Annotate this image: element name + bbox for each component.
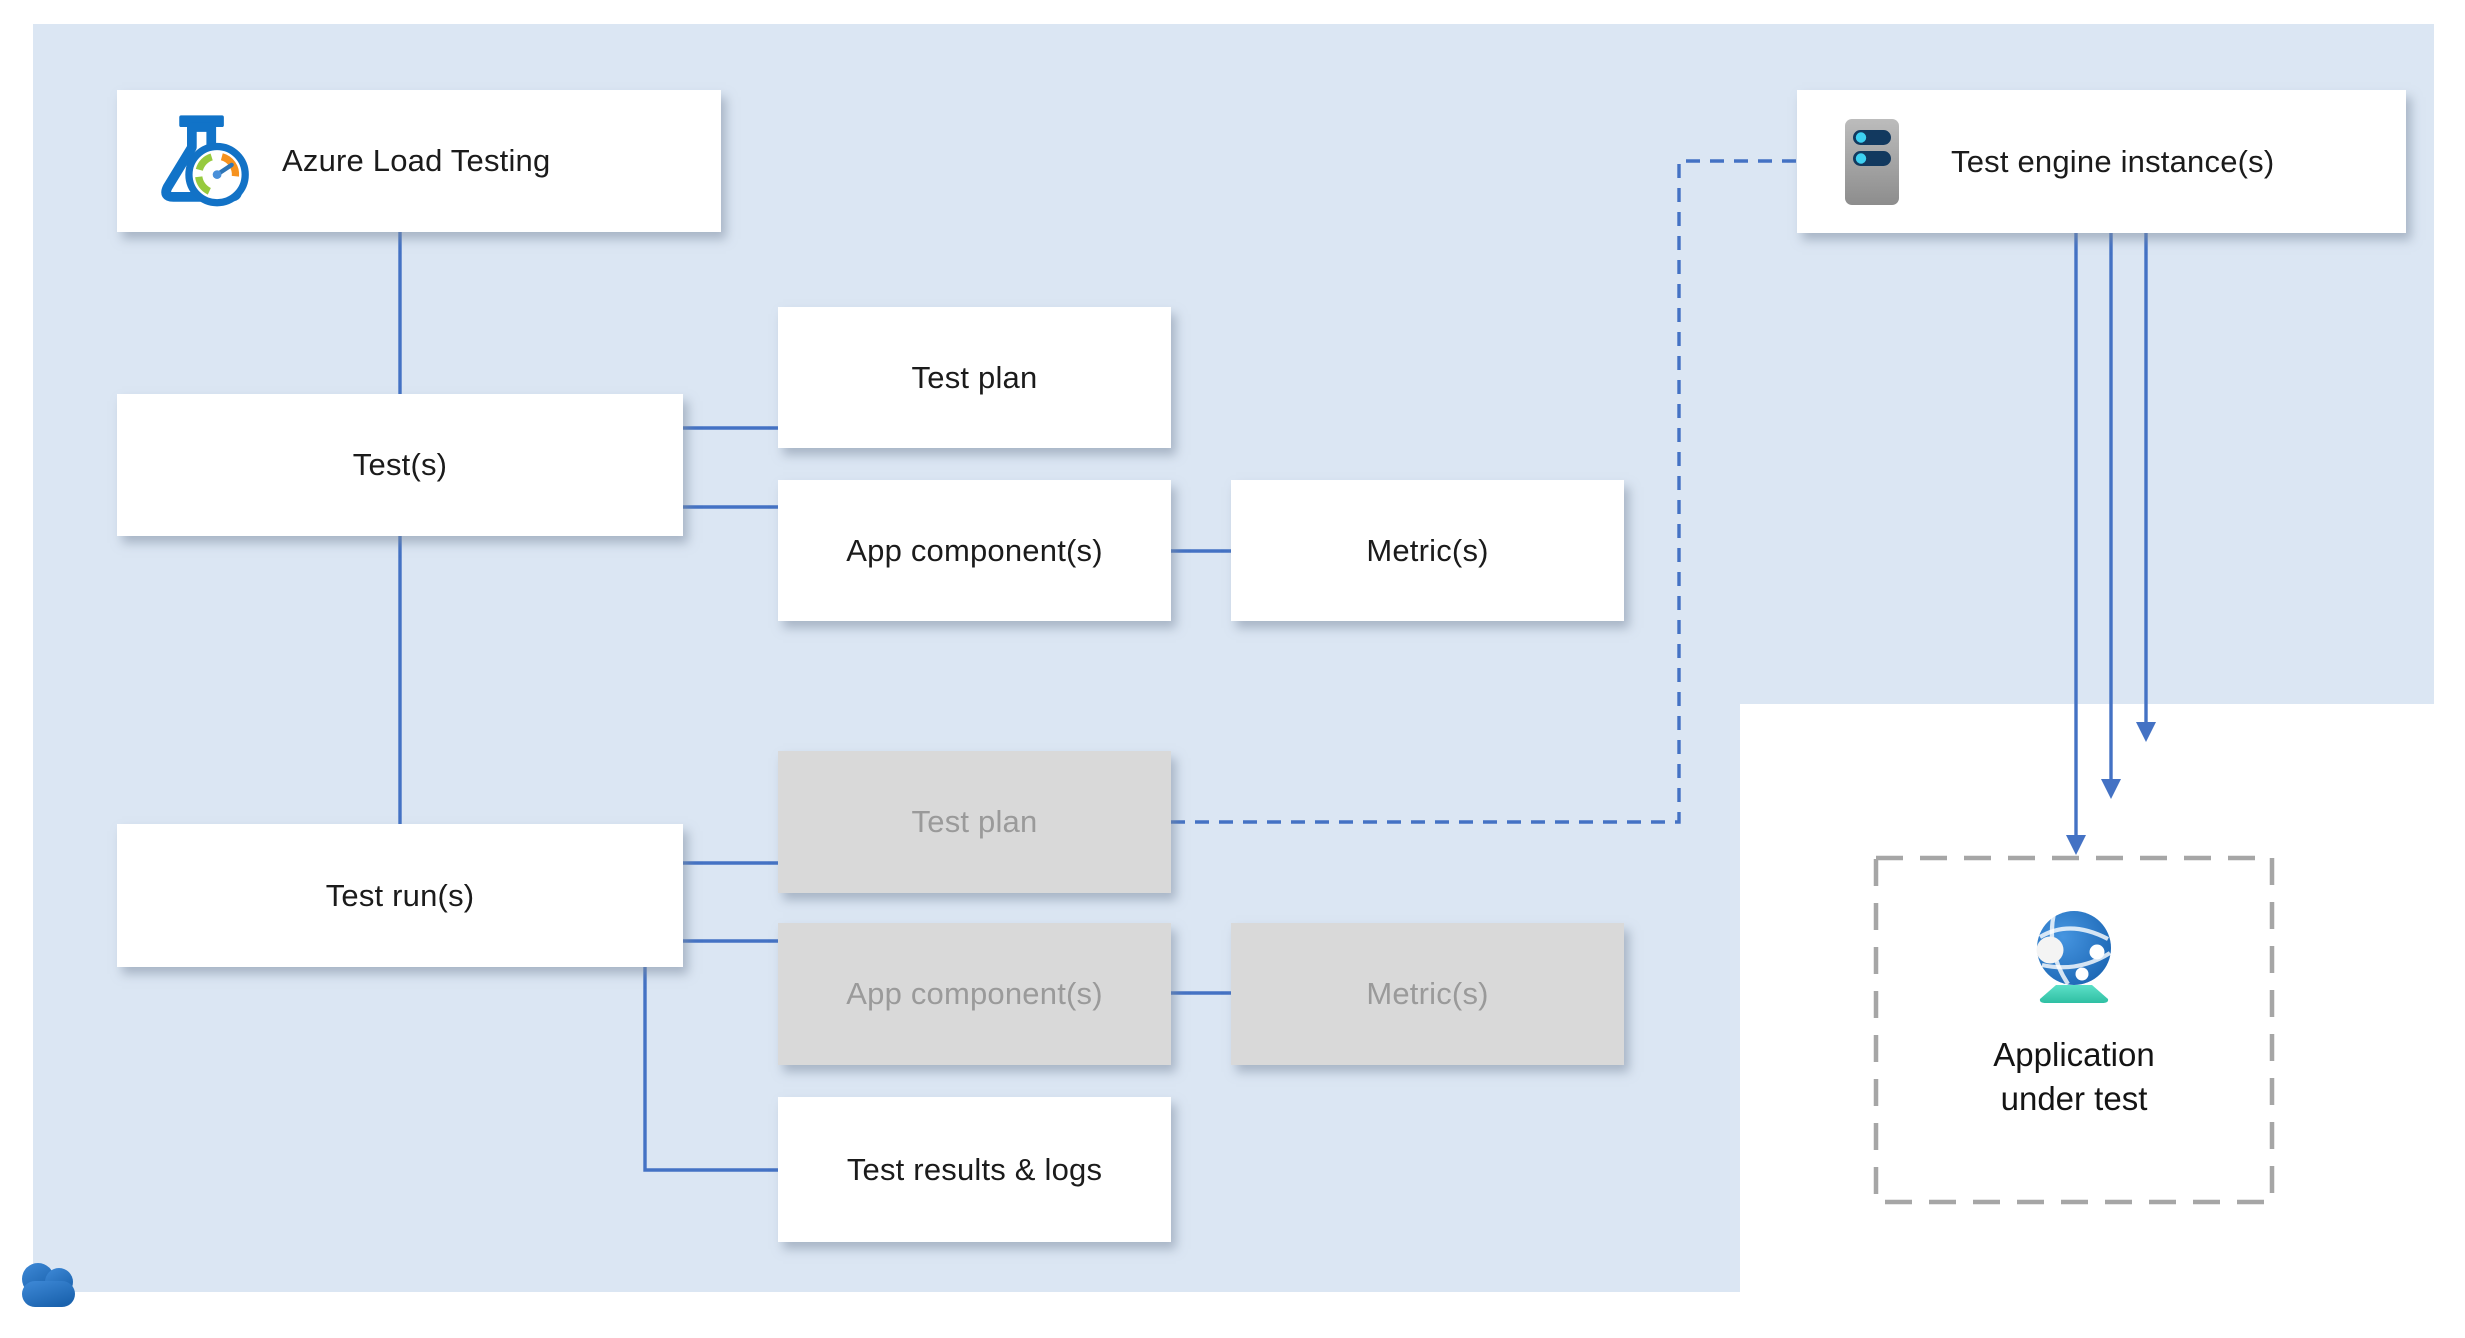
node-test-plan: Test plan	[778, 307, 1171, 448]
web-app-globe-icon	[2036, 911, 2112, 1003]
node-app-components: App component(s)	[778, 480, 1171, 621]
load-testing-flask-gauge-icon	[161, 115, 249, 207]
test-engine-instances-label: Test engine instance(s)	[1951, 143, 2275, 179]
node-run-app-components: App component(s)	[778, 923, 1171, 1065]
canvas-background-left	[33, 24, 1740, 1292]
application-under-test-label-line2: under test	[2000, 1080, 2148, 1117]
test-plan-label: Test plan	[911, 359, 1038, 395]
metrics-label: Metric(s)	[1366, 532, 1489, 568]
app-components-label: App component(s)	[846, 532, 1103, 568]
node-azure-load-testing: Azure Load Testing	[117, 90, 721, 232]
arrowhead-2	[2101, 779, 2121, 799]
node-run-test-plan: Test plan	[778, 751, 1171, 893]
server-icon	[1845, 118, 1899, 205]
run-test-plan-label: Test plan	[911, 804, 1038, 839]
arrowhead-3	[2136, 722, 2156, 742]
run-metrics-label: Metric(s)	[1366, 976, 1489, 1011]
application-under-test-label: Application under test	[1876, 1033, 2272, 1121]
node-tests: Test(s)	[117, 394, 683, 536]
node-run-metrics: Metric(s)	[1231, 923, 1624, 1065]
connector-testruns-to-testresults	[643, 967, 778, 1172]
arrowhead-1	[2066, 835, 2086, 855]
application-under-test-label-line1: Application	[1993, 1036, 2155, 1073]
test-results-logs-label: Test results & logs	[846, 1151, 1103, 1187]
test-runs-label: Test run(s)	[325, 877, 475, 913]
node-test-results-logs: Test results & logs	[778, 1097, 1171, 1242]
azure-load-testing-label: Azure Load Testing	[282, 143, 551, 178]
node-metrics: Metric(s)	[1231, 480, 1624, 621]
azure-cloud-icon	[22, 1263, 75, 1307]
connector-run-testplan-to-testengine-dashed	[1171, 159, 1797, 824]
tests-label: Test(s)	[352, 447, 448, 482]
node-test-engine-instances: Test engine instance(s)	[1797, 90, 2406, 233]
run-app-components-label: App component(s)	[846, 976, 1103, 1011]
node-test-runs: Test run(s)	[117, 824, 683, 967]
